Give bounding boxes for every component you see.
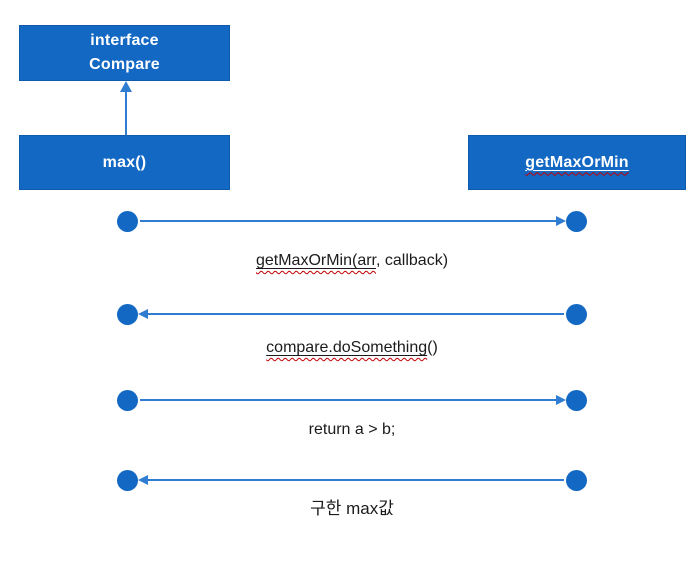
lifeline-node-right	[566, 470, 587, 491]
getmaxormin-box: getMaxOrMin	[468, 135, 686, 190]
arrow-right-icon	[556, 395, 566, 405]
spellcheck-squiggle: getMaxOrMin(arr	[255, 252, 376, 269]
lifeline-node-left	[117, 470, 138, 491]
arrow-right-icon	[556, 216, 566, 226]
getmaxormin-box-label: getMaxOrMin	[525, 153, 629, 171]
message-line	[140, 220, 556, 222]
spellcheck-squiggle: compare.doSomething	[266, 339, 428, 356]
arrow-left-icon	[138, 475, 148, 485]
message-label-1: getMaxOrMin(arr, callback)	[255, 252, 449, 269]
message-label-3: return a > b;	[308, 421, 396, 438]
lifeline-node-left	[117, 211, 138, 232]
lifeline-node-right	[566, 211, 587, 232]
message-line	[140, 399, 556, 401]
interface-box-label-line2: Compare	[89, 56, 160, 73]
message-label-2: compare.doSomething()	[266, 339, 438, 356]
message-line	[148, 313, 564, 315]
arrow-left-icon	[138, 309, 148, 319]
lifeline-node-right	[566, 304, 587, 325]
arrow-up-icon	[120, 81, 132, 92]
lifeline-node-left	[117, 390, 138, 411]
spellcheck-squiggle: getMaxOrMin	[525, 154, 629, 172]
interface-compare-box: interface Compare	[19, 25, 230, 81]
generalization-connector	[125, 92, 127, 135]
lifeline-node-left	[117, 304, 138, 325]
max-box: max()	[19, 135, 230, 190]
lifeline-node-right	[566, 390, 587, 411]
message-line	[148, 479, 564, 481]
max-box-label: max()	[102, 153, 147, 171]
message-label-4: 구한 max값	[310, 499, 394, 518]
interface-box-label-line1: interface	[90, 32, 159, 49]
